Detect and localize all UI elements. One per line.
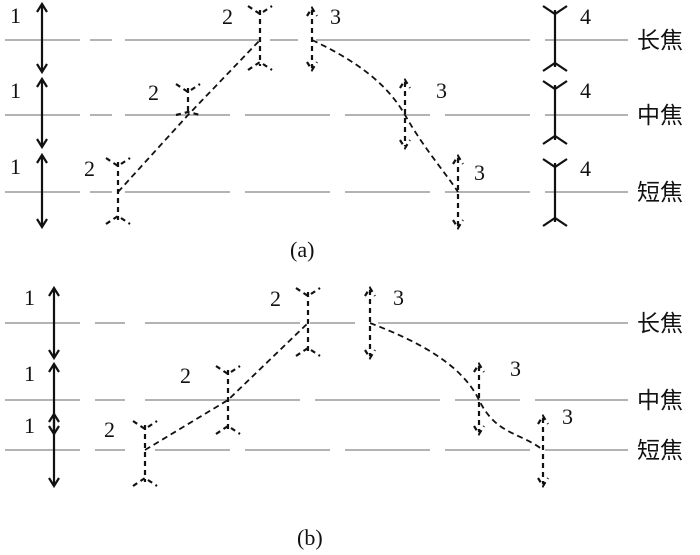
group1-a-long-label: 1	[10, 3, 21, 28]
group4-a-short-label: 4	[580, 156, 591, 181]
group2-b-short-label: 2	[104, 417, 115, 442]
group1-a-short-arrow	[36, 152, 48, 230]
group2-a: 2 2 2	[84, 4, 273, 225]
group3-b-mid-label: 3	[510, 356, 521, 381]
group2-b-track	[144, 322, 309, 451]
group1-b: 1 1 1	[24, 285, 60, 489]
group2-b-short-lens	[132, 420, 158, 487]
group3-a-track	[311, 39, 459, 193]
group3-b-long-arrow	[364, 285, 376, 361]
row-label-short-a: 短焦	[637, 180, 683, 206]
group1-a: 1 1 1	[10, 1, 48, 230]
caption-b: (b)	[297, 525, 323, 550]
group1-b-short-label: 1	[24, 413, 35, 438]
group1-b-short-arrow	[48, 411, 60, 489]
panel-b: 1 1 1 2 2 2 3 3 3 长焦 中焦 短焦 (b)	[5, 285, 683, 550]
group1-a-mid-label: 1	[10, 78, 21, 103]
group1-b-long-arrow	[48, 285, 60, 361]
group3-a-long-label: 3	[330, 4, 341, 29]
group3-a: 3 3 3	[306, 4, 485, 231]
group2-b-long-lens	[295, 287, 321, 357]
group3-b-short-arrow	[537, 413, 549, 489]
group2-a-mid-label: 2	[148, 80, 159, 105]
group3-b-track	[369, 322, 544, 451]
group2-a-short-label: 2	[84, 156, 95, 181]
group2-a-track	[117, 39, 261, 193]
panel-b-guides	[5, 322, 628, 451]
caption-a: (a)	[290, 237, 314, 262]
group4-a-mid-label: 4	[580, 78, 591, 103]
group3-b-short-label: 3	[562, 404, 573, 429]
group2-a-long-label: 2	[222, 4, 233, 29]
row-label-mid-b: 中焦	[637, 388, 683, 414]
group1-b-long-label: 1	[24, 285, 35, 310]
group3-a-short-arrow	[452, 153, 464, 231]
group2-a-mid-lens	[175, 83, 201, 117]
group4-a-mid-lens	[542, 80, 568, 145]
group3-a-long-arrow	[306, 5, 318, 73]
group1-a-mid-arrow	[36, 76, 48, 150]
group2-b-mid-lens	[215, 365, 241, 435]
group2-b: 2 2 2	[104, 286, 321, 487]
row-label-mid-a: 中焦	[637, 103, 683, 129]
group1-a-short-label: 1	[10, 154, 21, 179]
group4-a: 4 4 4	[542, 4, 591, 227]
row-label-long-a: 长焦	[637, 28, 683, 54]
group2-b-long-label: 2	[270, 286, 281, 311]
group4-a-long-lens	[542, 5, 568, 72]
group4-a-short-lens	[542, 158, 568, 227]
group3-b-mid-arrow	[473, 361, 485, 437]
group2-b-mid-label: 2	[180, 363, 191, 388]
panel-a: 1 1 1 2 2 2 3 3 3 4 4 4	[5, 1, 683, 262]
group3-a-mid-label: 3	[436, 78, 447, 103]
group3-b: 3 3 3	[364, 285, 573, 489]
panel-a-guides	[5, 39, 628, 193]
group3-a-short-label: 3	[474, 160, 485, 185]
group2-a-long-lens	[247, 5, 273, 71]
group1-b-mid-label: 1	[24, 361, 35, 386]
row-label-long-b: 长焦	[637, 311, 683, 337]
row-label-short-b: 短焦	[637, 438, 683, 464]
group3-b-long-label: 3	[393, 285, 404, 310]
group1-a-long-arrow	[36, 1, 48, 75]
group4-a-long-label: 4	[580, 4, 591, 29]
